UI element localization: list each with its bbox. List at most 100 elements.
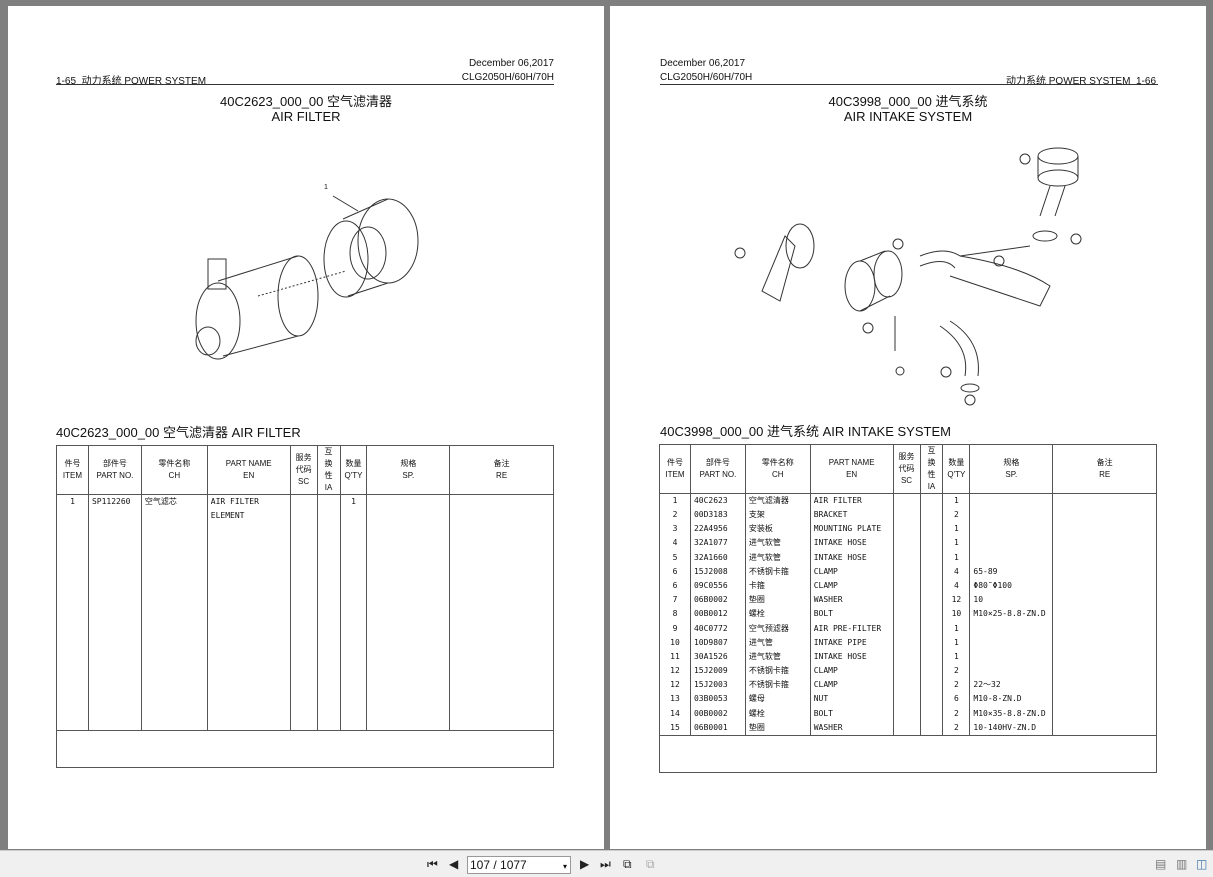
next-page-button[interactable]: ▶ xyxy=(580,857,590,871)
table-cell: SP112260 xyxy=(87,494,142,523)
table-cell: CLAMP xyxy=(809,678,894,693)
table-cell: 03B0053 xyxy=(689,692,746,707)
table-cell xyxy=(919,493,944,508)
table-cell xyxy=(969,664,1054,679)
two-page-view-icon[interactable]: ◫ xyxy=(1196,857,1208,871)
table-cell: 螺母 xyxy=(744,692,811,707)
table-cell xyxy=(1052,678,1157,693)
table-cell: 15J2003 xyxy=(689,678,746,693)
table-cell: 1 xyxy=(942,550,971,565)
table-cell xyxy=(892,522,921,537)
table-cell xyxy=(1052,706,1157,721)
table-cell: 5 xyxy=(659,550,691,565)
table-cell: 1 xyxy=(942,635,971,650)
table-cell xyxy=(1052,635,1157,650)
page-subtitle: AIR INTAKE SYSTEM xyxy=(843,109,973,124)
last-page-button[interactable]: ⏭ xyxy=(600,857,611,871)
page-number-input[interactable]: 107 / 1077▾ xyxy=(467,856,571,874)
continuous-view-icon[interactable]: ▥ xyxy=(1176,857,1188,871)
table-cell xyxy=(892,635,921,650)
table-cell: 2 xyxy=(942,508,971,523)
table-cell: AIR FILTER ELEMENT xyxy=(206,494,291,523)
table-cell: 不锈钢卡箍 xyxy=(744,678,811,693)
table-cell xyxy=(969,621,1054,636)
table-cell xyxy=(892,536,921,551)
table-title: 40C2623_000_00 空气滤清器 AIR FILTER xyxy=(56,425,301,440)
table-cell xyxy=(892,706,921,721)
table-cell xyxy=(1052,621,1157,636)
table-cell: M10-8-ZN.D xyxy=(969,692,1054,707)
page-title: 40C2623_000_00 空气滤清器 xyxy=(220,94,392,109)
table-cell: 2 xyxy=(942,664,971,679)
table-cell xyxy=(919,692,944,707)
table-cell: 14 xyxy=(659,706,691,721)
table-cell: 32A1660 xyxy=(689,550,746,565)
table-cell xyxy=(969,536,1054,551)
table-cell: MOUNTING PLATE xyxy=(809,522,894,537)
table-cell: 4 xyxy=(659,536,691,551)
table-cell xyxy=(919,593,944,608)
table-cell: 4 xyxy=(942,578,971,594)
table-cell: 10 xyxy=(942,607,971,622)
table-cell xyxy=(892,493,921,508)
fit-page-icon[interactable]: ⧉ xyxy=(623,857,632,871)
table-cell: 6 xyxy=(942,692,971,707)
table-cell: 进气软管 xyxy=(744,550,811,565)
table-cell: INTAKE HOSE xyxy=(809,550,894,565)
single-page-view-icon[interactable]: ▤ xyxy=(1155,857,1167,871)
table-cell: M10×25-8.8-ZN.D xyxy=(969,607,1054,622)
table-cell: 65-89 xyxy=(969,564,1054,579)
table-cell xyxy=(1052,493,1157,508)
rotate-icon[interactable]: ⧉ xyxy=(646,857,655,871)
table-cell xyxy=(919,607,944,622)
table-cell: 32A1077 xyxy=(689,536,746,551)
table-cell xyxy=(919,664,944,679)
table-cell: 12 xyxy=(659,678,691,693)
table-cell xyxy=(892,664,921,679)
table-cell xyxy=(1052,564,1157,579)
table-cell: WASHER xyxy=(809,720,894,735)
table-cell xyxy=(892,621,921,636)
page-title: 40C3998_000_00 进气系统 xyxy=(828,94,988,109)
table-cell xyxy=(969,649,1054,665)
table-cell xyxy=(1052,578,1157,594)
table-cell xyxy=(1052,593,1157,608)
model: CLG2050H/60H/70H xyxy=(660,72,753,83)
table-cell xyxy=(892,678,921,693)
prev-page-button[interactable]: ◀ xyxy=(449,857,459,871)
table-cell xyxy=(919,508,944,523)
table-cell: 10-140HV-ZN.D xyxy=(969,720,1054,735)
table-cell: CLAMP xyxy=(809,578,894,594)
table-cell: BOLT xyxy=(809,706,894,721)
table-cell xyxy=(892,578,921,594)
table-cell: 空气滤清器 xyxy=(744,493,811,508)
table-cell: 1 xyxy=(942,649,971,665)
table-cell xyxy=(892,550,921,565)
table-cell: 22～32 xyxy=(969,678,1054,693)
first-page-button[interactable]: ⏮ xyxy=(427,857,438,871)
table-cell: 30A1526 xyxy=(689,649,746,665)
table-cell: 12 xyxy=(659,664,691,679)
table-title: 40C3998_000_00 进气系统 AIR INTAKE SYSTEM xyxy=(660,424,951,439)
table-cell: 15J2008 xyxy=(689,564,746,579)
table-cell: 09C0556 xyxy=(689,578,746,594)
